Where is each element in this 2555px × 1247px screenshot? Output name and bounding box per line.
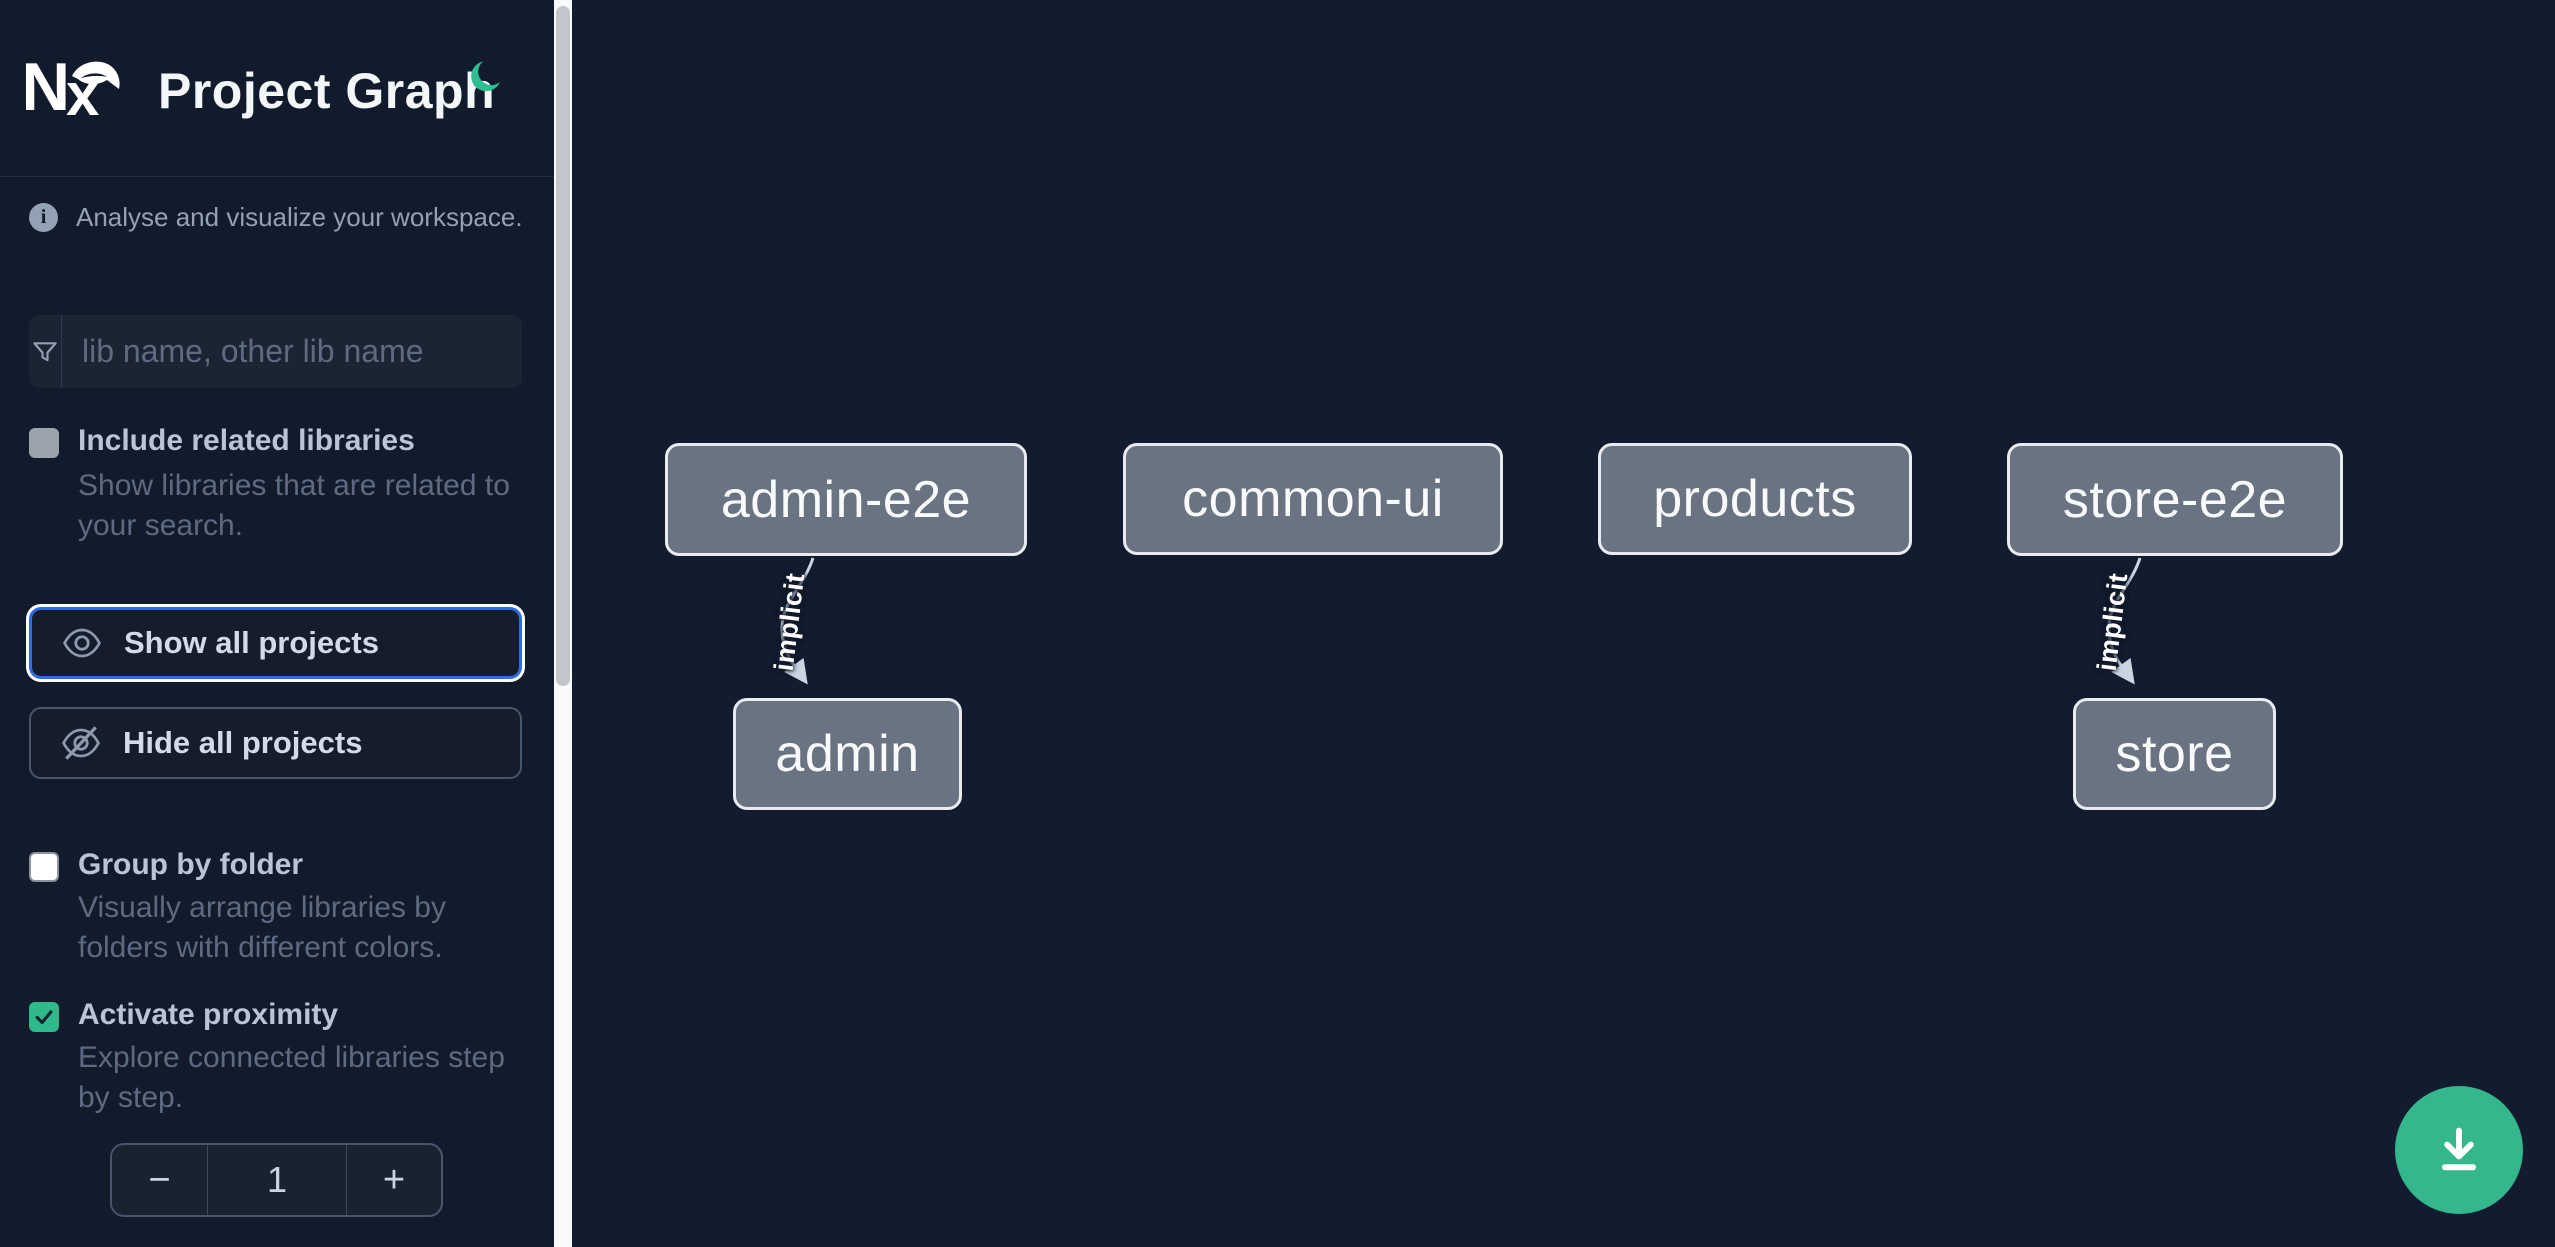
hide-all-projects-button[interactable]: Hide all projects bbox=[29, 707, 522, 779]
show-all-projects-button[interactable]: Show all projects bbox=[29, 607, 522, 679]
node-store[interactable]: store bbox=[2073, 698, 2276, 810]
moon-icon[interactable] bbox=[470, 58, 506, 94]
eye-off-icon bbox=[62, 726, 100, 760]
graph-edges bbox=[780, 557, 2142, 685]
stepper-decrement-button[interactable]: − bbox=[112, 1145, 208, 1215]
toggle-desc-include-related: Show libraries that are related to your … bbox=[78, 469, 510, 542]
show-all-projects-label: Show all projects bbox=[124, 625, 379, 660]
checkbox-activate-proximity[interactable] bbox=[29, 1002, 59, 1032]
toggle-desc-activate-proximity: Explore connected libraries step by step… bbox=[78, 1041, 505, 1114]
toggle-label-activate-proximity: Activate proximity bbox=[78, 998, 339, 1031]
node-admin-e2e[interactable]: admin-e2e bbox=[665, 443, 1027, 556]
check-icon bbox=[35, 1010, 53, 1025]
svg-text:N: N bbox=[26, 52, 70, 118]
node-common-ui[interactable]: common-ui bbox=[1123, 443, 1503, 555]
page-title: Project Graph bbox=[158, 63, 496, 119]
download-icon bbox=[2442, 1127, 2476, 1171]
node-products[interactable]: products bbox=[1598, 443, 1912, 555]
intro-text: Analyse and visualize your workspace. bbox=[76, 202, 523, 232]
eye-icon bbox=[63, 628, 101, 658]
toggle-label-group-by-folder: Group by folder bbox=[78, 848, 303, 881]
info-icon: i bbox=[29, 203, 58, 232]
checkbox-include-related[interactable] bbox=[29, 428, 59, 458]
filter-input[interactable] bbox=[62, 315, 522, 388]
sidebar-scrollbar-thumb[interactable] bbox=[556, 6, 570, 686]
header-divider bbox=[0, 176, 554, 177]
hide-all-projects-label: Hide all projects bbox=[123, 725, 363, 760]
download-image-button[interactable] bbox=[2395, 1086, 2523, 1214]
filter-box bbox=[29, 315, 522, 388]
edge-admin-e2e-to-admin bbox=[780, 557, 815, 685]
toggle-label-include-related: Include related libraries bbox=[78, 424, 415, 457]
proximity-stepper: − 1 + bbox=[110, 1143, 443, 1217]
nx-logo: N x bbox=[26, 52, 120, 118]
intro-row: i Analyse and visualize your workspace. bbox=[29, 202, 523, 233]
funnel-icon bbox=[29, 315, 62, 388]
sidebar-scrollbar-track[interactable] bbox=[554, 0, 572, 1247]
stepper-value: 1 bbox=[266, 1159, 288, 1200]
stepper-increment-button[interactable]: + bbox=[346, 1145, 441, 1215]
node-store-e2e[interactable]: store-e2e bbox=[2007, 443, 2343, 556]
checkbox-group-by-folder[interactable] bbox=[29, 852, 59, 882]
toggle-desc-group-by-folder: Visually arrange libraries by folders wi… bbox=[78, 891, 446, 964]
edge-store-e2e-to-store bbox=[2107, 557, 2142, 685]
graph-canvas[interactable]: implicit implicit admin-e2e common-ui pr… bbox=[572, 0, 2555, 1247]
sidebar: N x Project Graph i Analyse and visualiz… bbox=[0, 0, 554, 1247]
node-admin[interactable]: admin bbox=[733, 698, 962, 810]
